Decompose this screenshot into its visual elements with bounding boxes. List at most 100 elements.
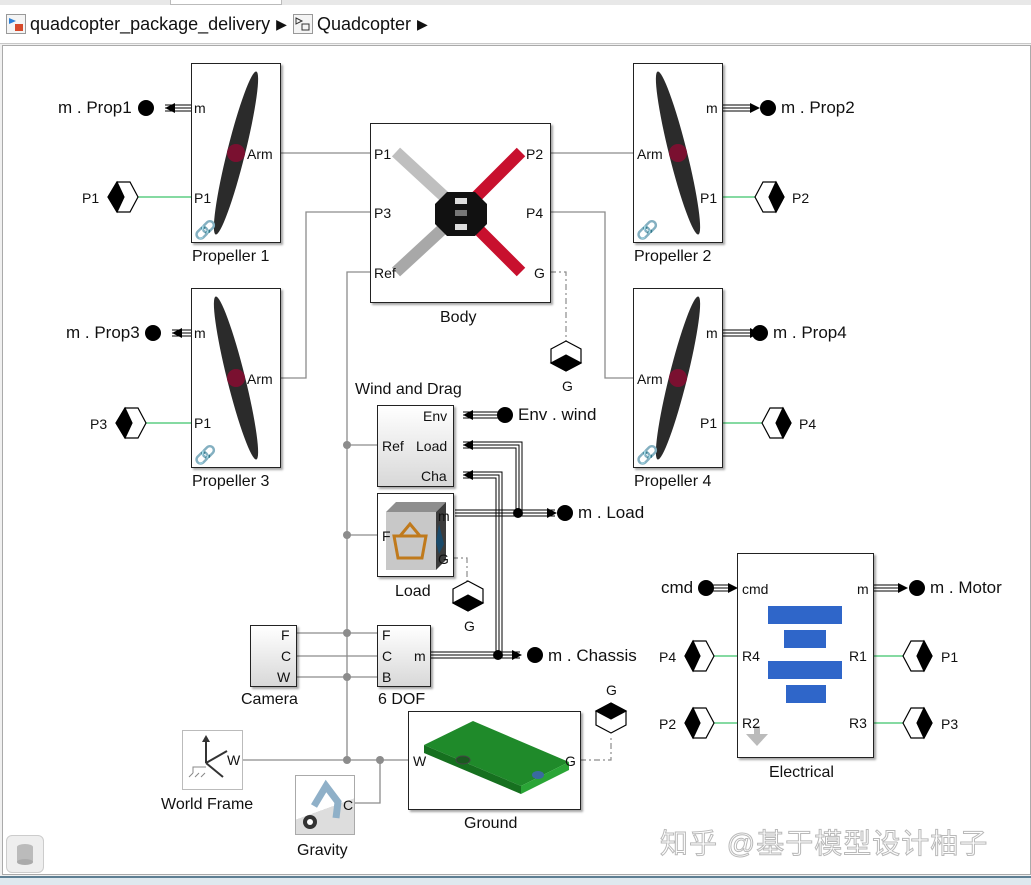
- propeller-icon: [213, 71, 259, 235]
- port-p1: P1: [374, 146, 392, 162]
- library-link-icon: 🔗: [194, 445, 217, 465]
- quadcopter-frame-icon: [391, 147, 526, 277]
- goto-tag-prop4[interactable]: m . Prop4: [773, 323, 847, 342]
- port-ref: Ref: [382, 438, 404, 454]
- port-r3: R3: [849, 715, 867, 731]
- library-link-icon: 🔗: [194, 220, 217, 240]
- body-label: Body: [440, 309, 477, 326]
- goto-tag-motor[interactable]: m . Motor: [930, 578, 1002, 597]
- from-tag-cmd[interactable]: cmd: [661, 578, 694, 597]
- library-link-icon: 🔗: [636, 445, 659, 465]
- watermark: 知乎 @基于模型设计柚子: [659, 828, 989, 860]
- wind-drag-block[interactable]: Env Ref Load Cha: [377, 405, 454, 487]
- breadcrumb-item-subsystem[interactable]: Quadcopter: [292, 14, 411, 35]
- port-p1: P1: [194, 415, 212, 431]
- package-icon: [386, 502, 446, 570]
- port-f: F: [382, 627, 391, 643]
- connection-port-label: P3: [90, 416, 108, 432]
- body-block[interactable]: P1 P2 P3 P4 Ref G: [370, 123, 551, 303]
- tab[interactable]: [170, 0, 282, 5]
- port-m: m: [414, 648, 426, 664]
- tab-strip: [0, 0, 1031, 5]
- connection-port-label: P3: [941, 716, 959, 732]
- electrical-label: Electrical: [769, 764, 834, 781]
- propeller-1-block[interactable]: m Arm P1 🔗: [191, 63, 281, 243]
- port-p1: P1: [700, 190, 718, 206]
- gravity-icon: [303, 779, 342, 829]
- database-icon: [17, 844, 33, 865]
- port-c: C: [382, 648, 393, 664]
- library-link-icon: 🔗: [636, 220, 659, 240]
- port-cmd: cmd: [742, 581, 769, 597]
- ground-block[interactable]: W G: [408, 711, 581, 810]
- port-m: m: [194, 100, 206, 116]
- load-block[interactable]: m F G: [377, 493, 454, 577]
- port-g: G: [438, 551, 449, 567]
- port-arm: Arm: [247, 146, 273, 162]
- propeller-icon: [213, 296, 259, 460]
- port-p4: P4: [526, 205, 544, 221]
- breadcrumb-label: quadcopter_package_delivery: [30, 13, 271, 34]
- port-m: m: [194, 325, 206, 341]
- port-arm: Arm: [637, 146, 663, 162]
- gravity-label: Gravity: [297, 842, 348, 859]
- port-w: W: [277, 669, 291, 685]
- port-p3: P3: [374, 205, 392, 221]
- port-env: Env: [423, 408, 448, 424]
- connection-port-label: P1: [82, 190, 100, 206]
- connection-port-label: P4: [659, 649, 677, 665]
- wind-drag-label: Wind and Drag: [355, 381, 462, 398]
- port-arm: Arm: [637, 371, 663, 387]
- propeller-1-label: Propeller 1: [192, 248, 270, 265]
- propeller-icon: [655, 71, 701, 235]
- port-m: m: [857, 581, 869, 597]
- goto-tag-prop1[interactable]: m . Prop1: [58, 98, 132, 117]
- six-dof-block[interactable]: F C B m: [377, 625, 431, 687]
- ground-plate-icon: [424, 721, 569, 794]
- port-p1: P1: [194, 190, 212, 206]
- connection-port-label: G: [606, 682, 617, 698]
- goto-tag-load[interactable]: m . Load: [578, 503, 645, 522]
- camera-block[interactable]: F C W: [250, 625, 297, 687]
- connection-port-label: G: [464, 618, 475, 634]
- port-p2: P2: [526, 146, 544, 162]
- goto-tag-prop2[interactable]: m . Prop2: [781, 98, 855, 117]
- breadcrumb-item-model[interactable]: quadcopter_package_delivery: [6, 14, 270, 35]
- breadcrumb: quadcopter_package_delivery ▶ Quadcopter…: [0, 5, 1031, 44]
- six-dof-label: 6 DOF: [378, 691, 426, 708]
- port-c: C: [281, 648, 292, 664]
- model-icon: [6, 14, 26, 34]
- model-data-button[interactable]: [6, 835, 44, 873]
- goto-tag-prop3[interactable]: m . Prop3: [66, 323, 140, 342]
- port-cha: Cha: [421, 468, 447, 484]
- breadcrumb-arrow-icon[interactable]: ▶: [417, 15, 428, 32]
- goto-tag-chassis[interactable]: m . Chassis: [548, 646, 637, 665]
- port-ref: Ref: [374, 265, 396, 281]
- port-b: B: [382, 669, 392, 685]
- connection-port-label: P2: [659, 716, 677, 732]
- from-tag-env-wind[interactable]: Env . wind: [518, 405, 597, 424]
- electrical-block[interactable]: cmd m R4 R1 R2 R3: [737, 553, 874, 758]
- ground-label: Ground: [464, 815, 518, 832]
- world-frame-label: World Frame: [161, 796, 254, 813]
- breadcrumb-arrow-icon[interactable]: ▶: [276, 15, 287, 32]
- world-frame-block[interactable]: W: [182, 730, 243, 790]
- propeller-3-block[interactable]: m Arm P1 🔗: [191, 288, 281, 468]
- connection-port-label: P4: [799, 416, 817, 432]
- port-p1: P1: [700, 415, 718, 431]
- propeller-2-label: Propeller 2: [634, 248, 712, 265]
- status-bar: [0, 876, 1031, 885]
- port-m: m: [438, 508, 450, 524]
- subsystem-icon: [292, 14, 313, 34]
- port-r4: R4: [742, 648, 760, 664]
- port-f: F: [281, 627, 290, 643]
- propeller-4-label: Propeller 4: [634, 473, 712, 490]
- gravity-block[interactable]: C: [295, 775, 355, 835]
- port-load: Load: [416, 438, 448, 454]
- port-r1: R1: [849, 648, 867, 664]
- propeller-4-block[interactable]: m Arm P1 🔗: [633, 288, 723, 468]
- port-arm: Arm: [247, 371, 273, 387]
- propeller-2-block[interactable]: m Arm P1 🔗: [633, 63, 723, 243]
- port-g: G: [565, 753, 576, 769]
- propeller-icon: [655, 296, 701, 460]
